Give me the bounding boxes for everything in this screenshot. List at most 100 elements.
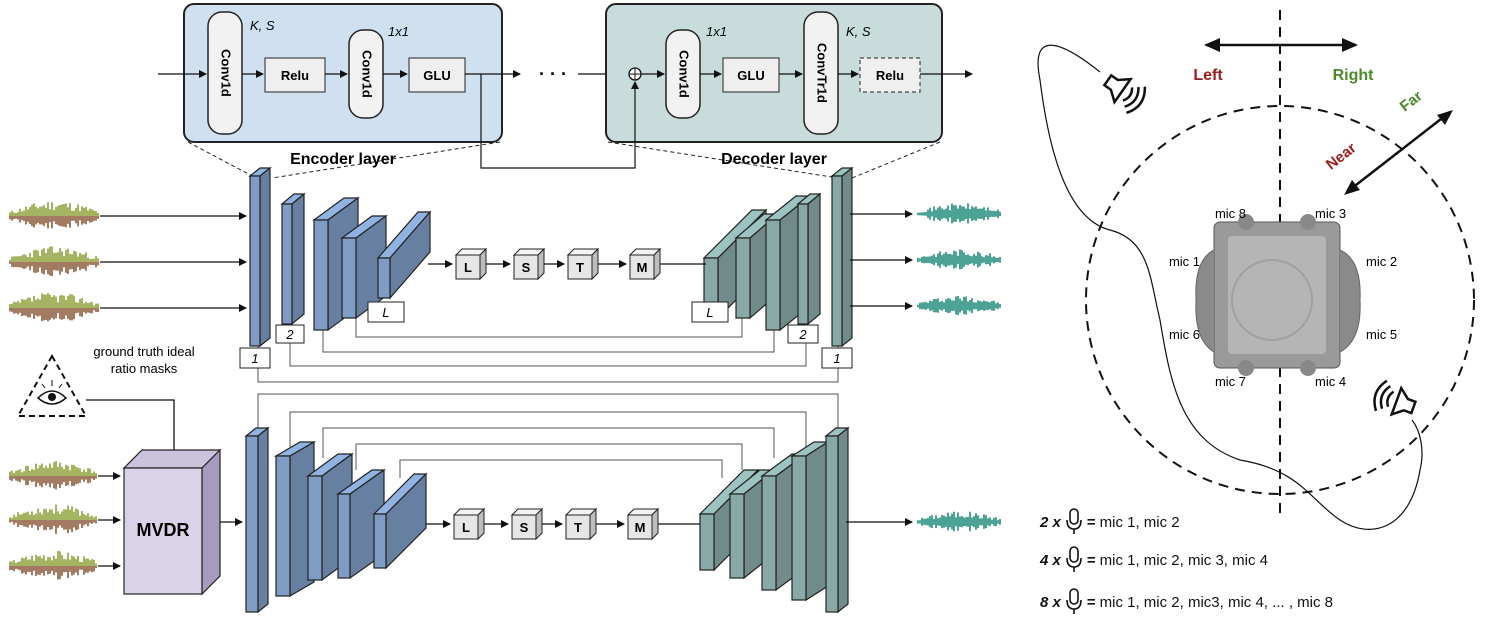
tag-layer-L-top-dec: L [706,305,713,320]
lstm-top-cube-m: M [628,247,662,281]
input-waveform-6 [9,550,97,580]
encoder-1x1-label: 1x1 [388,24,409,39]
lstm-top-letter-s: S [522,260,531,275]
bottom-encoder-stack [244,426,428,614]
speaker-icon [1373,379,1418,417]
tag-layer-1-top-enc: 1 [251,351,258,366]
tag-layer-L-top-enc: L [382,305,389,320]
legend-count-4: 4 x [1040,551,1061,569]
tag-layer-1-top-dec: 1 [833,351,840,366]
output-waveform-3 [917,296,1001,315]
lstm-bottom-letter-s: S [520,520,529,535]
mic-label-1: mic 1 [1169,254,1200,269]
bottom-decoder-stack [698,426,850,614]
input-waveform-3 [9,293,99,322]
source-trajectory [1037,44,1423,530]
legend-text-4: mic 1, mic 2, mic 3, mic 4 [1099,551,1268,569]
speaker-icon [1102,73,1147,115]
mvdr-block: MVDR [122,448,222,596]
decoder-1x1-label: 1x1 [706,24,727,39]
mic-label-8: mic 8 [1215,206,1246,221]
encoder-relu-block [264,57,326,93]
lstm-top-letter-t: T [576,260,584,275]
near-far-arrow [1346,111,1451,193]
encoder-glu-block [408,57,466,93]
decoder-layer-panel: Conv1d GLU ConvTr1d Relu 1x1 K, S Decode… [605,3,973,168]
tag-layer-2-top-enc: 2 [285,327,294,342]
lstm-top-cube-s: S [512,247,546,281]
legend-text-8: mic 1, mic 2, mic3, mic 4, ... , mic 8 [1099,593,1333,611]
encoder-relu-label: Relu [281,68,309,83]
decoder-relu-block [859,57,921,93]
lstm-bottom-letter-m: M [635,520,646,535]
mic-label-4: mic 4 [1315,374,1346,389]
decoder-block-5 [830,166,854,348]
microphone-icon [1066,508,1082,534]
input-waveform-1 [9,202,99,229]
encoder-glu-label: GLU [423,68,450,83]
top-decoder-stack [702,166,854,348]
legend-count-8: 8 x [1040,593,1061,611]
gt-label-line1: ground truth ideal [93,344,194,359]
bottom-decoder-block-4 [789,440,831,602]
legend-text-2: mic 1, mic 2 [1099,513,1180,531]
legend-row-4: 4 x = mic 1, mic 2, mic 3, mic 4 [1040,546,1268,574]
tag-layer-2-top-dec: 2 [798,327,807,342]
input-waveform-5 [9,504,97,534]
mic-label-3: mic 3 [1315,206,1346,221]
decoder-conv1d-label: Conv1d [677,50,692,98]
lstm-bottom-letter-l: L [462,520,470,535]
legend-row-2: 2 x = mic 1, mic 2 [1040,508,1180,536]
output-waveform-4 [917,511,1001,532]
encoder-layer-title: Encoder layer [290,151,396,168]
mic-label-5: mic 5 [1366,327,1397,342]
output-waveform-1 [917,203,1001,224]
gt-label-line2: ratio masks [111,361,178,376]
decoder-layer-title: Decoder layer [721,151,827,168]
encoder-block-1 [248,166,272,348]
lstm-top-cube-l: L [454,247,488,281]
lstm-bottom-letter-t: T [574,520,582,535]
output-waveform-2 [917,249,1001,270]
encoder-layer-panel: Conv1d Relu Conv1d GLU K, S 1x1 Encoder … [158,3,521,168]
decoder-block-4 [796,192,822,326]
lstm-top-cube-t: T [566,247,600,281]
encoder-block-5 [376,210,432,300]
decoder-convtr1d-block [803,11,839,135]
mic-array-setup: Left Right Near Far mic 8 mic 3 mic 1 mi… [1037,10,1475,530]
direction-right: Right [1333,67,1375,84]
legend-count-2: 2 x [1040,513,1061,531]
mvdr-label: MVDR [137,520,190,540]
mic-label-7: mic 7 [1215,374,1246,389]
lstm-top-letter-m: M [637,260,648,275]
input-waveform-4 [9,460,97,490]
lstm-bottom-cube-s: S [510,507,544,541]
waveforms [9,202,1001,580]
input-waveform-2 [9,246,99,277]
ellipsis: · · · [539,64,567,84]
legend-row-8: 8 x = mic 1, mic 2, mic3, mic 4, ... , m… [1040,588,1333,616]
decoder-glu-block [722,57,780,93]
top-encoder-stack [248,166,432,348]
mic-label-6: mic 6 [1169,327,1200,342]
decoder-ks-label: K, S [846,24,871,39]
encoder-conv1d-block [207,11,243,135]
bottom-encoder-block-1 [244,426,270,614]
lstm-bottom-cube-t: T [564,507,598,541]
direction-near: Near [1323,139,1360,173]
skip-connection-detail [480,74,639,169]
encoder-conv1d-1x1-label: Conv1d [360,50,375,98]
ground-truth-eye-icon [16,353,88,417]
lstm-top-letter-l: L [464,260,472,275]
decoder-convtr1d-label: ConvTr1d [815,43,830,103]
bottom-decoder-block-5 [824,426,850,614]
direction-far: Far [1397,87,1426,115]
microphone-icon [1066,588,1082,614]
bottom-encoder-block-5 [372,472,428,570]
lstm-bottom-cube-l: L [452,507,486,541]
decoder-glu-label: GLU [737,68,764,83]
microphone-icon [1066,546,1082,572]
